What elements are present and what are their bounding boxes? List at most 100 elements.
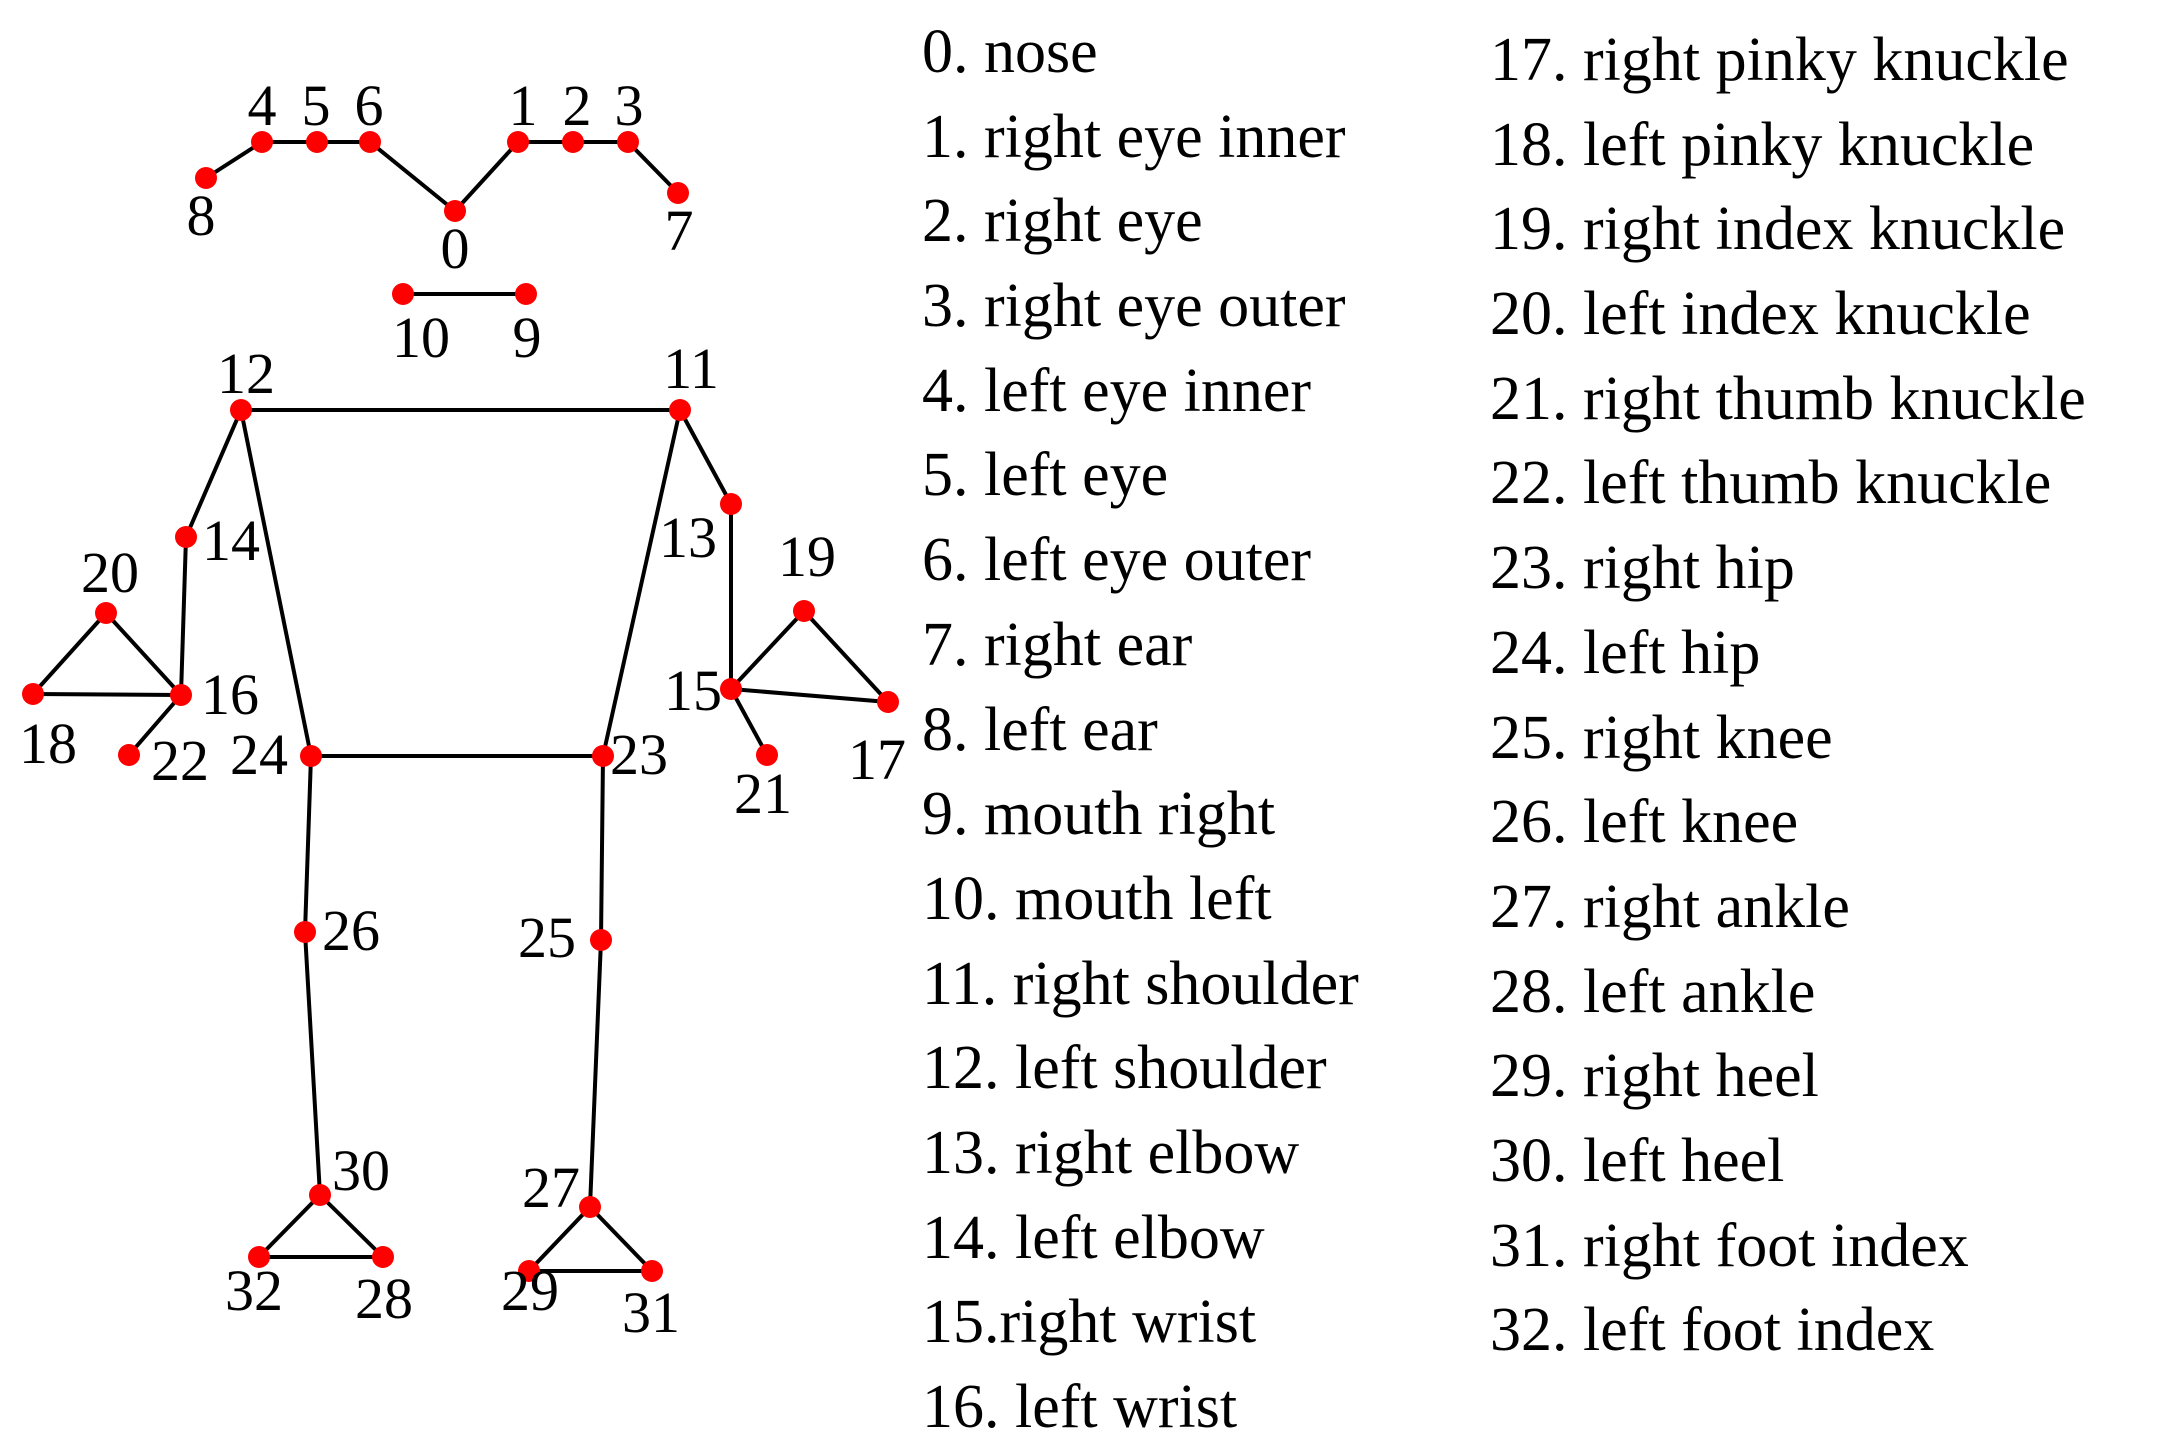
joint-1 [507,131,529,153]
joint-32 [248,1246,270,1268]
joint-label-25: 25 [518,905,576,970]
legend-item: 24. left hip [1490,618,1761,687]
bone-28-30 [318,1193,385,1259]
joint-label-28: 28 [355,1266,413,1331]
legend-item: 30. left heel [1490,1126,1785,1195]
legend-item: 23. right hip [1490,534,1795,603]
joint-28 [372,1246,394,1268]
joint-18 [22,683,44,705]
legend-item: 16. left wrist [922,1373,1238,1441]
joint-9 [515,283,537,305]
joint-label-24: 24 [230,722,288,787]
joint-label-27: 27 [522,1155,580,1220]
joint-label-18: 18 [19,711,77,776]
joint-30 [309,1184,331,1206]
joint-label-22: 22 [151,728,209,793]
joint-7 [667,182,689,204]
legend-item: 22. left thumb knuckle [1490,449,2052,518]
joint-label-32: 32 [225,1258,283,1323]
bone-25-27 [588,938,603,1209]
legend-item: 5. left eye [922,441,1169,510]
skeleton-joints [22,131,899,1282]
bone-30-32 [257,1193,322,1259]
legend-item: 1. right eye inner [922,102,1346,171]
joint-8 [195,167,217,189]
legend-item: 14. left elbow [922,1203,1265,1272]
legend-item: 4. left eye inner [922,356,1312,425]
joint-label-7: 7 [665,198,694,263]
joint-31 [641,1260,663,1282]
joint-label-3: 3 [615,73,644,138]
joint-label-9: 9 [513,305,542,370]
skeleton-bones [31,140,890,1273]
joint-label-23: 23 [610,722,668,787]
joint-label-20: 20 [81,540,139,605]
bone-12-24 [239,408,313,758]
joint-29 [518,1260,540,1282]
joint-16 [170,684,192,706]
legend-item: 27. right ankle [1490,872,1850,941]
bone-15-19 [729,609,806,691]
joint-15 [720,678,742,700]
legend-item: 7. right ear [922,610,1193,679]
legend-item: 25. right knee [1490,703,1833,772]
legend-item: 6. left eye outer [922,526,1312,595]
joint-label-8: 8 [187,183,216,248]
joint-label-15: 15 [664,658,722,723]
joint-19 [793,600,815,622]
joint-27 [579,1196,601,1218]
joint-26 [294,921,316,943]
bone-20-18 [31,611,108,696]
bone-16-20 [104,611,183,697]
bone-11-23 [601,408,682,758]
bone-6-0 [368,140,457,213]
legend-item: 31. right foot index [1490,1211,1969,1280]
joint-3 [617,131,639,153]
joint-label-31: 31 [622,1280,680,1345]
bone-19-17 [802,609,890,704]
joint-0 [444,200,466,222]
joint-17 [877,691,899,713]
legend-item: 26. left knee [1490,788,1799,857]
joint-4 [251,131,273,153]
joint-2 [562,131,584,153]
joint-11 [669,399,691,421]
legend-item: 0. nose [922,18,1098,86]
legend-item: 21. right thumb knuckle [1490,364,2086,433]
joint-14 [175,526,197,548]
joint-6 [359,131,381,153]
joint-10 [392,283,414,305]
legend-item: 11. right shoulder [922,949,1359,1018]
joint-label-4: 4 [248,73,277,138]
legend-item: 18. left pinky knuckle [1490,110,2035,179]
joint-label-29: 29 [501,1258,559,1323]
legend-item: 20. left index knuckle [1490,280,2031,349]
joint-label-10: 10 [392,305,450,370]
bone-18-16 [31,692,183,697]
joint-label-19: 19 [778,524,836,589]
joint-label-14: 14 [202,508,260,573]
legend-item: 15.right wrist [922,1288,1257,1357]
legend-item: 8. left ear [922,695,1158,764]
joint-label-21: 21 [734,761,792,826]
joint-label-1: 1 [509,73,538,138]
joint-label-11: 11 [663,336,719,401]
joint-24 [300,745,322,767]
joint-12 [230,399,252,421]
legend-item: 9. mouth right [922,780,1276,849]
legend-item: 2. right eye [922,187,1203,256]
joint-20 [95,602,117,624]
bone-27-29 [527,1205,592,1273]
bone-14-16 [179,535,188,697]
joint-label-13: 13 [659,505,717,570]
joint-label-6: 6 [355,73,384,138]
joint-label-5: 5 [302,73,331,138]
bone-17-15 [729,687,890,704]
joint-label-16: 16 [201,662,259,727]
legend-item: 28. left ankle [1490,957,1816,1026]
bone-16-22 [127,693,183,757]
legend-item: 3. right eye outer [922,272,1346,341]
joint-22 [118,744,140,766]
